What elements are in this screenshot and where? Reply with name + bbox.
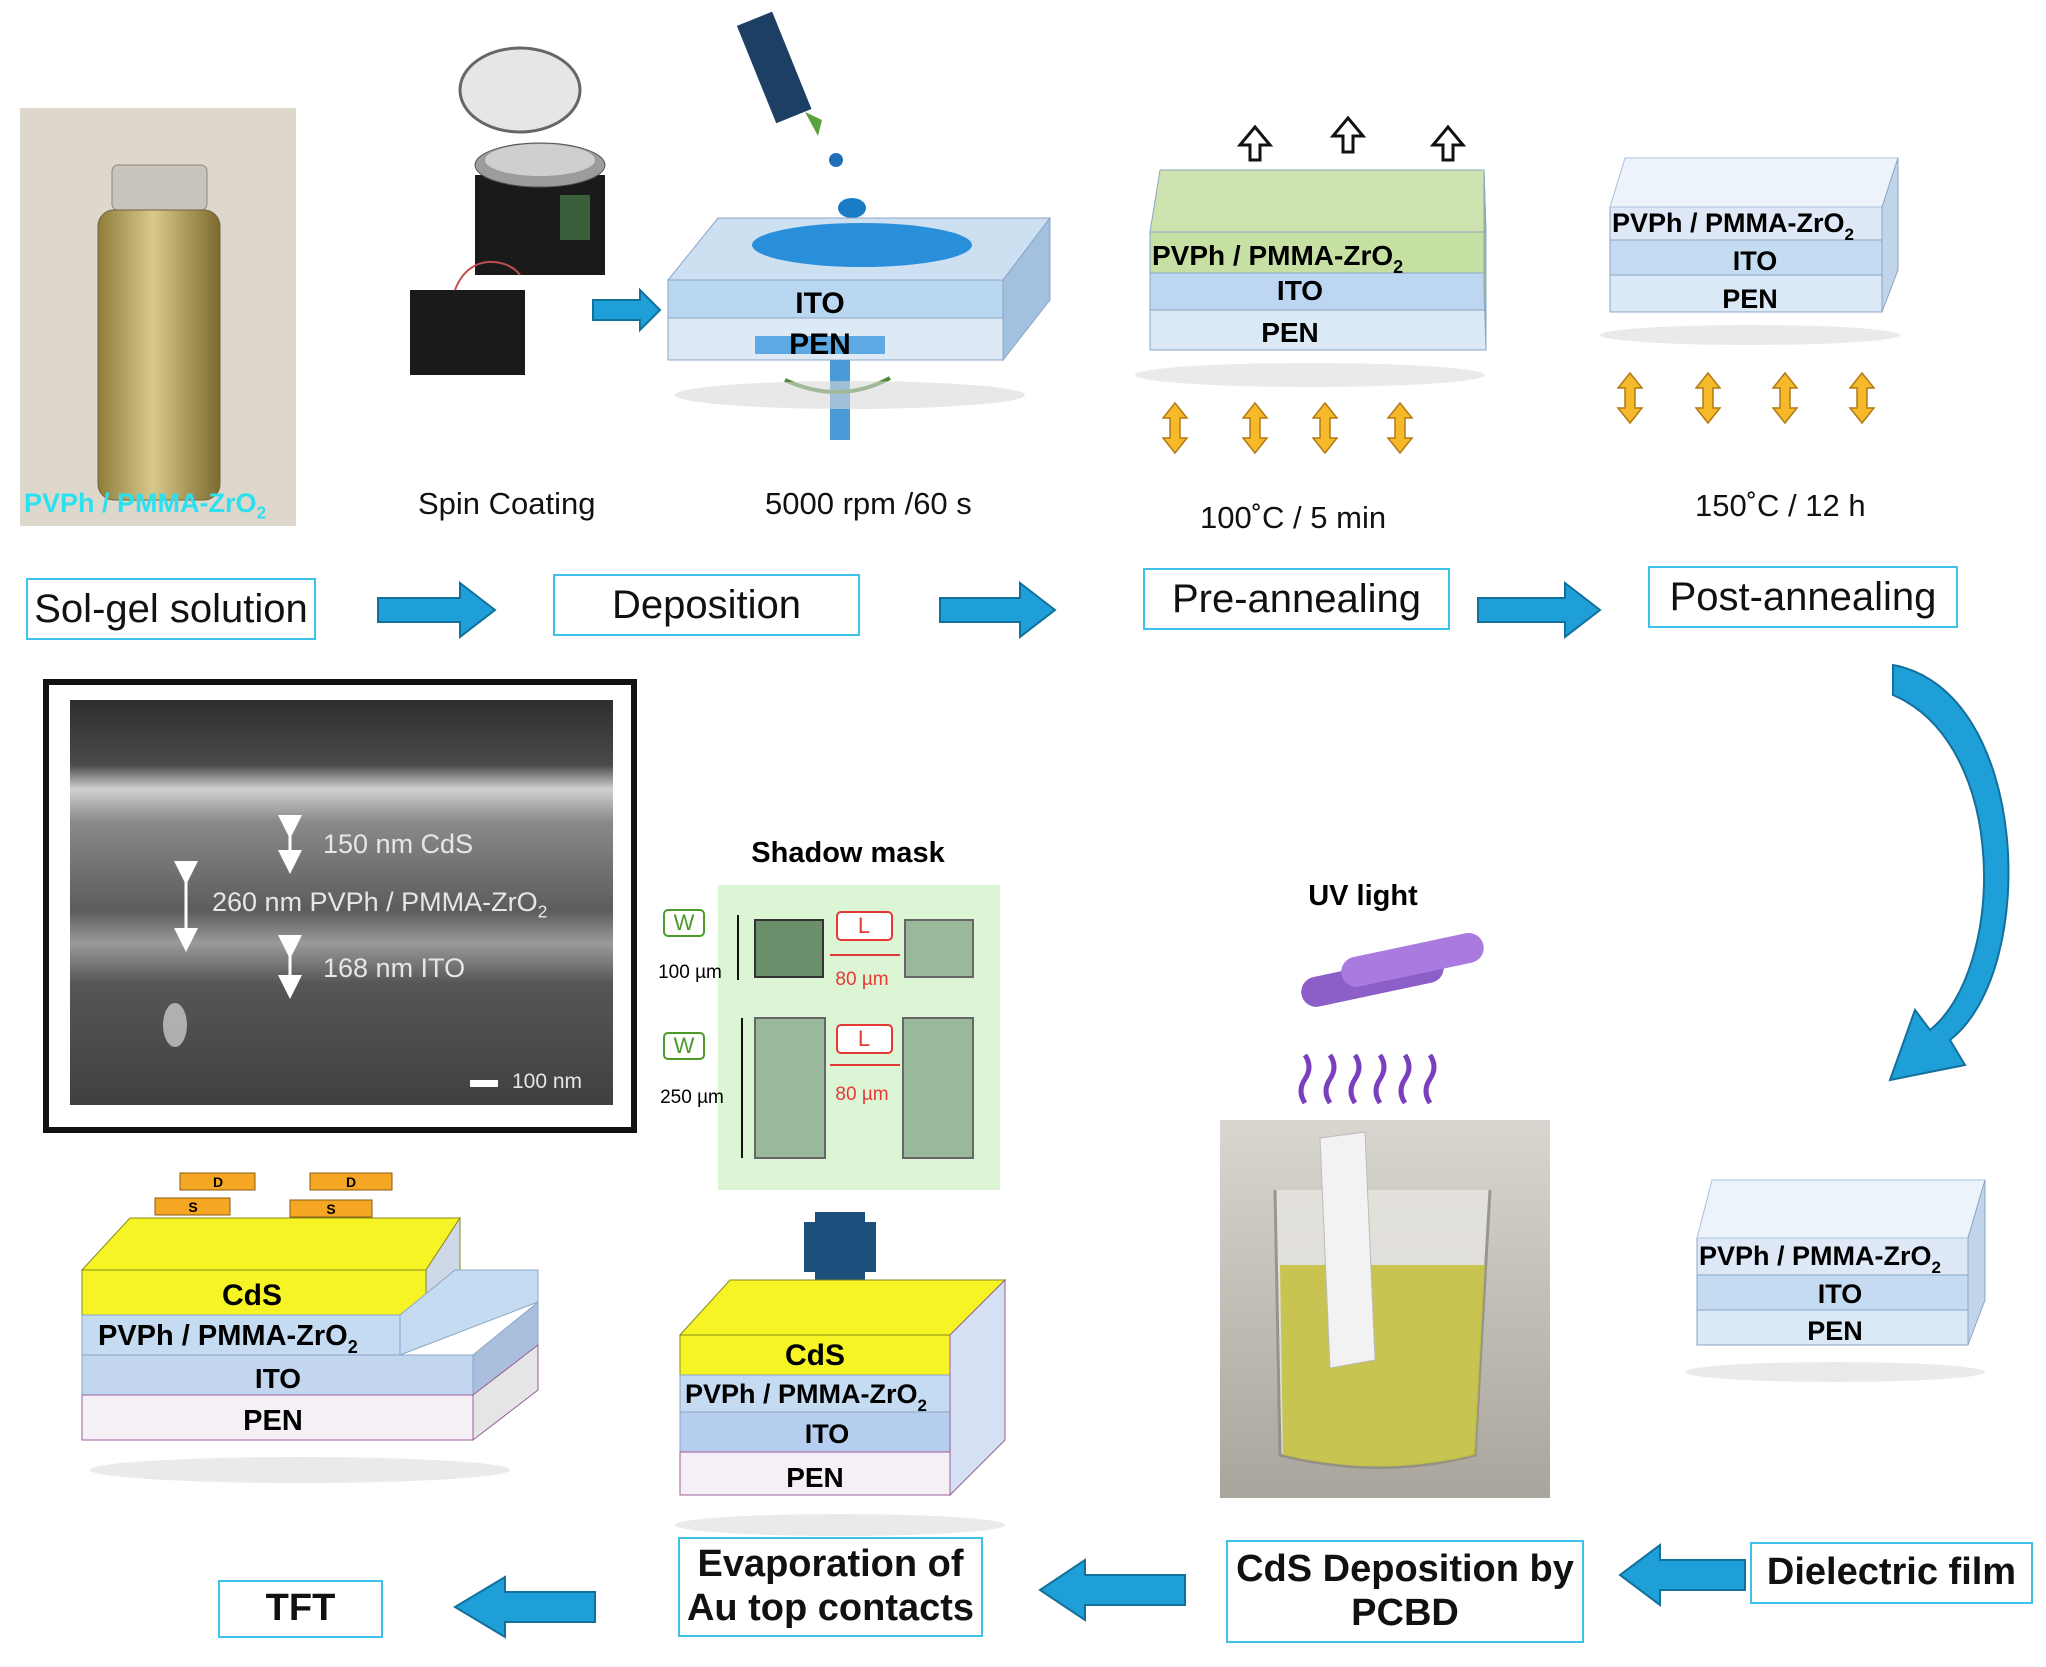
- mask-w-label-2: W: [674, 1033, 695, 1058]
- cds-stack: [675, 1278, 1007, 1536]
- cbd-beaker-photo: [1220, 1120, 1550, 1498]
- pre-anneal-pvph-label: PVPh / PMMA-ZrO2: [1152, 240, 1403, 277]
- sem-scale-bar-label: 100 nm: [512, 1070, 583, 1093]
- step-post-annealing: Post-annealing: [1648, 566, 1958, 628]
- uv-lamp-icon: [1298, 932, 1484, 1105]
- dielectric-pen-label: PEN: [1807, 1316, 1863, 1346]
- spin-coating-caption: Spin Coating: [418, 486, 596, 521]
- spin-coater-icon: [410, 46, 606, 375]
- curved-arrow: [1888, 663, 2010, 1082]
- mask-length-80-2: 80 µm: [835, 1084, 888, 1105]
- step-sol-gel-solution: Sol-gel solution: [26, 578, 316, 640]
- step-pre-annealing: Pre-annealing: [1143, 568, 1450, 630]
- post-anneal-pvph-label: PVPh / PMMA-ZrO2: [1612, 208, 1854, 244]
- heat-arrows: [1161, 371, 1876, 455]
- drain-label-2: D: [346, 1174, 356, 1190]
- shadow-mask: [663, 885, 1000, 1284]
- step-dielectric-film: Dielectric film: [1750, 1542, 2033, 1604]
- tft-cds-label: CdS: [222, 1279, 282, 1312]
- cds-stack-pen-label: PEN: [786, 1462, 844, 1493]
- pre-annealing-stack: [1135, 169, 1487, 387]
- pre-anneal-pen-label: PEN: [1261, 317, 1319, 348]
- mask-length-80-1: 80 µm: [835, 969, 888, 990]
- sem-dielectric-thickness: 260 nm PVPh / PMMA-ZrO2: [212, 887, 548, 922]
- step-deposition: Deposition: [553, 574, 860, 636]
- flow-arrows-bottom: [453, 1543, 1746, 1639]
- cds-stack-pvph-label: PVPh / PMMA-ZrO2: [685, 1379, 927, 1415]
- source-label-1: S: [188, 1199, 197, 1215]
- mask-l-label-1: L: [858, 913, 870, 938]
- sol-gel-photo-label: PVPh / PMMA-ZrO2: [24, 488, 267, 523]
- post-annealing-stack: [1600, 157, 1900, 345]
- mask-width-250: 250 µm: [660, 1087, 724, 1108]
- deposition-ito-label: ITO: [795, 287, 844, 320]
- evaporation-arrows: [1236, 115, 1467, 162]
- cds-stack-cds-label: CdS: [785, 1339, 845, 1372]
- sol-gel-photo: [20, 108, 296, 526]
- drain-label-1: D: [213, 1174, 223, 1190]
- sem-ito-thickness: 168 nm ITO: [323, 953, 466, 983]
- dielectric-ito-label: ITO: [1818, 1279, 1863, 1309]
- sem-image: [43, 679, 637, 1133]
- mask-width-100: 100 µm: [658, 962, 722, 983]
- uv-light-title: UV light: [1308, 880, 1418, 912]
- cds-stack-ito-label: ITO: [805, 1419, 850, 1449]
- pre-anneal-ito-label: ITO: [1277, 275, 1323, 306]
- spin-speed-caption: 5000 rpm /60 s: [765, 486, 972, 521]
- dielectric-pvph-label: PVPh / PMMA-ZrO2: [1699, 1241, 1941, 1277]
- post-anneal-ito-label: ITO: [1733, 246, 1778, 276]
- post-anneal-pen-label: PEN: [1722, 284, 1778, 314]
- pre-anneal-condition: 100˚C / 5 min: [1200, 500, 1387, 535]
- tft-ito-label: ITO: [255, 1363, 301, 1394]
- mask-l-label-2: L: [858, 1026, 870, 1051]
- pipette-icon: [736, 11, 866, 218]
- tft-pvph-label: PVPh / PMMA-ZrO2: [98, 1320, 358, 1357]
- post-anneal-condition: 150˚C / 12 h: [1695, 488, 1866, 523]
- deposition-stack: [666, 216, 1052, 440]
- source-label-2: S: [326, 1201, 335, 1217]
- deposition-pen-label: PEN: [789, 328, 851, 361]
- step-tft: TFT: [218, 1580, 383, 1638]
- dielectric-film-stack: [1685, 1179, 1986, 1382]
- flow-arrows-top: [377, 287, 1602, 640]
- tft-pen-label: PEN: [243, 1405, 303, 1437]
- shadow-mask-title: Shadow mask: [751, 837, 945, 869]
- mask-w-label-1: W: [674, 910, 695, 935]
- tft-stack: [80, 1172, 539, 1483]
- sem-cds-thickness: 150 nm CdS: [323, 829, 474, 859]
